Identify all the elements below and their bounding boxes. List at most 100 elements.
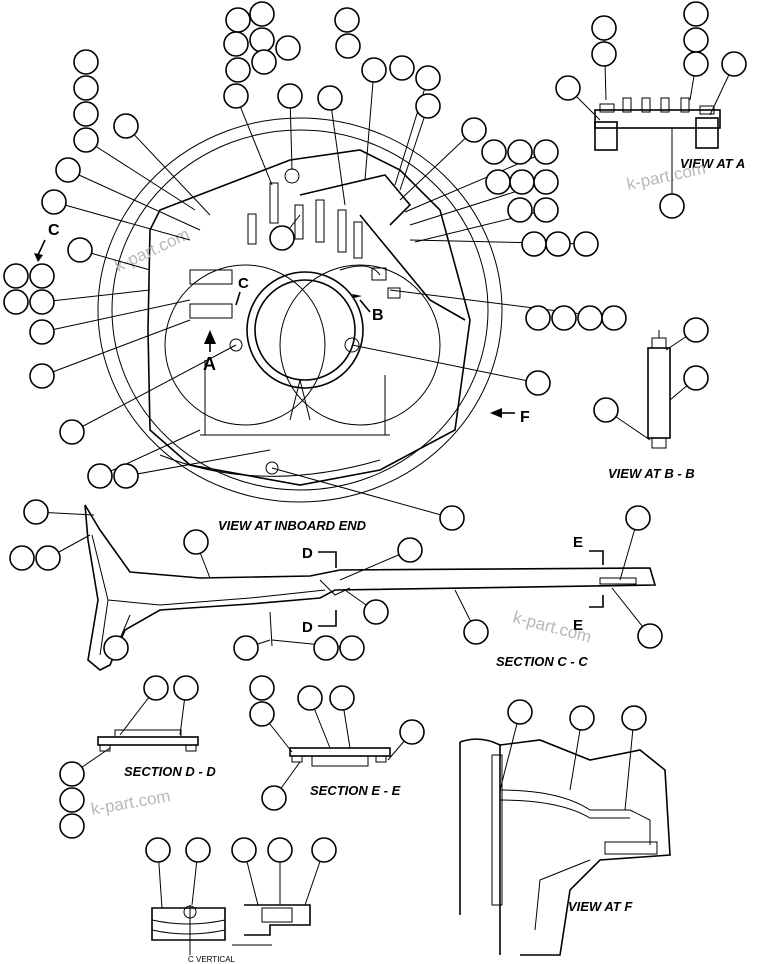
callout-bubble (339, 635, 365, 661)
callout-leader-line (271, 467, 453, 519)
callout-bubble (621, 705, 647, 731)
callout-bubble (73, 101, 99, 127)
callout-bubble (29, 319, 55, 345)
callout-leader-line (85, 139, 196, 211)
callout-bubble (721, 51, 747, 77)
inboard-end-view (97, 117, 503, 503)
callout-bubble (415, 65, 441, 91)
section-e-e (289, 747, 391, 767)
callout-bubble (29, 263, 55, 289)
watermark-left: k-part.com (112, 224, 193, 275)
view-at-b-b (647, 330, 671, 449)
callout-bubble (439, 505, 465, 531)
arrow-label-d-bottom: D (302, 619, 313, 636)
callout-bubble (183, 529, 209, 555)
callout-bubble (3, 289, 29, 315)
label-view-at-f: VIEW AT F (568, 899, 633, 914)
callout-leader-line (235, 95, 273, 186)
callout-bubble (249, 27, 275, 53)
callout-bubble (23, 499, 49, 525)
callout-bubble (659, 193, 685, 219)
arrow-label-b: B (372, 307, 384, 324)
callout-bubble (73, 49, 99, 75)
callout-bubble (545, 231, 571, 257)
callout-bubble (533, 139, 559, 165)
callout-bubble (249, 701, 275, 727)
callout-bubble (269, 225, 295, 251)
callout-leader-line (41, 319, 191, 377)
callout-bubble (29, 363, 55, 389)
detail-bolt (232, 904, 311, 946)
callout-bubble (533, 197, 559, 223)
callout-bubble (397, 537, 423, 563)
callout-bubble (275, 35, 301, 61)
callout-bubble (683, 27, 709, 53)
callout-bubble (103, 635, 129, 661)
callout-bubble (35, 545, 61, 571)
section-c-c (84, 504, 657, 671)
label-section-d-d: SECTION D - D (124, 764, 216, 779)
label-view-at-inboard-end: VIEW AT INBOARD END (218, 518, 367, 533)
arrow-label-e-top: E (573, 534, 583, 551)
callout-bubble (463, 619, 489, 645)
arrow-label-d-top: D (302, 545, 313, 562)
callout-bubble (59, 787, 85, 813)
callout-bubble (555, 75, 581, 101)
callout-bubble (601, 305, 627, 331)
callout-bubble (625, 505, 651, 531)
callout-bubble (507, 699, 533, 725)
callout-bubble (185, 837, 211, 863)
label-section-c-c: SECTION C - C (496, 654, 588, 669)
callout-bubble (317, 85, 343, 111)
callout-bubble (533, 169, 559, 195)
callout-bubble (551, 305, 577, 331)
callout-bubble (335, 33, 361, 59)
callout-bubble (87, 463, 113, 489)
callout-bubble (29, 289, 55, 315)
callout-bubble (3, 263, 29, 289)
callout-bubble (637, 623, 663, 649)
callout-bubble (311, 837, 337, 863)
label-section-e-e: SECTION E - E (310, 783, 401, 798)
callout-leader-line (41, 299, 191, 333)
callout-bubble (277, 83, 303, 109)
callout-bubble (55, 157, 81, 183)
callout-bubble (9, 545, 35, 571)
watermark-mid: k-part.com (511, 608, 593, 647)
callout-bubble (399, 719, 425, 745)
arrow-label-e-bottom: E (573, 617, 583, 634)
callout-leader-line (364, 69, 375, 181)
callout-bubble (509, 169, 535, 195)
callout-bubble (249, 1, 275, 27)
section-c-c-cutlines: D D E E (302, 534, 604, 636)
callout-bubble (683, 365, 709, 391)
callout-bubble (297, 685, 323, 711)
callout-leader-line (624, 717, 635, 811)
callout-bubble (41, 189, 67, 215)
callout-bubble (267, 837, 293, 863)
section-d-d (97, 729, 199, 752)
watermark-top: k-part.com (625, 159, 707, 194)
arrow-label-c-mid: C (238, 275, 249, 292)
callout-bubble (525, 305, 551, 331)
callout-bubble (223, 31, 249, 57)
view-at-a (594, 97, 721, 151)
label-view-at-a: VIEW AT A (680, 156, 745, 171)
callout-bubble (313, 635, 339, 661)
callout-bubble (593, 397, 619, 423)
callout-leader-line (125, 125, 211, 216)
callout-group (3, 1, 747, 909)
label-c-vertical: C VERTICAL (188, 955, 236, 964)
callout-leader-line (71, 344, 237, 433)
callout-leader-line (67, 169, 201, 231)
callout-bubble (521, 231, 547, 257)
callout-leader-line (389, 289, 615, 319)
callout-bubble (415, 93, 441, 119)
callout-bubble (59, 419, 85, 445)
callout-bubble (249, 675, 275, 701)
view-arrows: C C A B F (34, 222, 530, 426)
view-at-f (459, 738, 671, 956)
callout-bubble (361, 57, 387, 83)
callout-bubble (233, 635, 259, 661)
